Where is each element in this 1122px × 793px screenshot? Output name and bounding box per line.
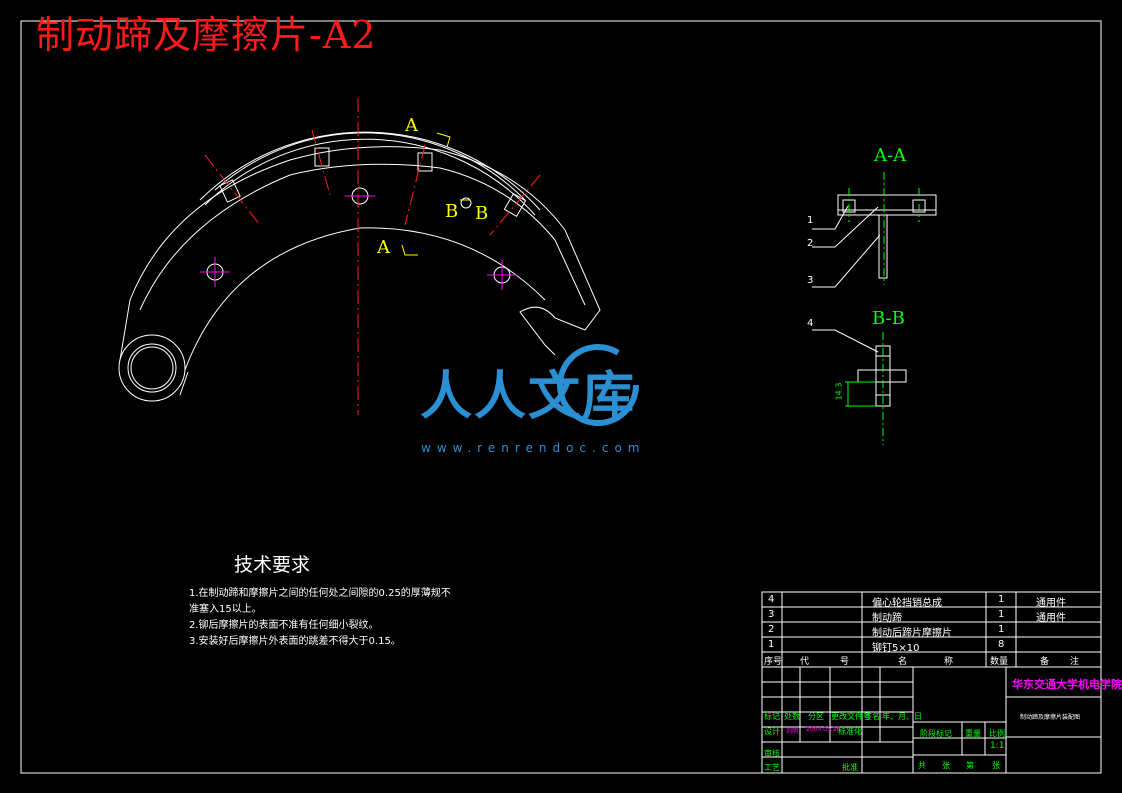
watermark-text: 人人文库 xyxy=(420,367,637,427)
part-row-2-no: 2 xyxy=(768,624,775,635)
drawing-frame xyxy=(20,20,1102,774)
part-row-4-name: 偏心轮挡销总成 xyxy=(872,598,942,609)
tb-sheet: 张 xyxy=(942,761,950,770)
callout-2: 2 xyxy=(807,238,814,249)
tb-zone: 分区 xyxy=(808,712,824,721)
section-label-aa: A-A xyxy=(874,145,907,166)
section-label-bb: B-B xyxy=(872,308,905,329)
callout-1: 1 xyxy=(807,215,814,226)
section-marker-b-left: B xyxy=(445,201,459,222)
tb-page-unit: 张 xyxy=(992,761,1000,770)
callout-4: 4 xyxy=(807,318,814,329)
header-code-1: 代 xyxy=(800,657,810,667)
part-row-3-qty: 1 xyxy=(998,609,1005,620)
section-aa-centrelines xyxy=(848,172,920,285)
part-row-3-note: 通用件 xyxy=(1036,613,1066,624)
part-row-1-qty: 8 xyxy=(998,639,1005,650)
watermark-logo xyxy=(557,344,639,426)
tech-requirements-title: 技术要求 xyxy=(234,554,311,576)
tb-review: 审核 xyxy=(764,749,780,758)
tb-page: 第 xyxy=(966,761,974,770)
section-bb-view xyxy=(857,345,907,407)
leader-line-bb xyxy=(812,329,879,353)
section-aa-view xyxy=(837,194,937,279)
tb-total: 共 xyxy=(918,761,926,770)
part-row-1-no: 1 xyxy=(768,639,775,650)
title-block-table xyxy=(761,666,1102,774)
header-note-1: 备 xyxy=(1040,657,1050,667)
scale-value: 1:1 xyxy=(990,741,1005,751)
tb-doc: 更改文件号 xyxy=(831,712,871,721)
part-row-2-name: 制动后蹄片摩擦片 xyxy=(872,628,952,639)
header-qty: 数量 xyxy=(990,657,1009,667)
callout-3: 3 xyxy=(807,275,814,286)
rivet-centre-marks xyxy=(200,195,517,290)
section-markers xyxy=(401,132,470,256)
tb-count: 处数 xyxy=(784,712,800,721)
tb-sign: 签名 xyxy=(864,712,880,721)
tb-weight: 重量 xyxy=(965,729,981,738)
section-marker-a-top: A xyxy=(405,115,418,136)
tb-designer-name: 刘明 xyxy=(786,728,799,735)
drawing-title: 制动蹄及摩擦片-A2 xyxy=(36,13,377,57)
part-row-4-qty: 1 xyxy=(998,594,1005,605)
tb-designer: 设计 xyxy=(764,727,780,736)
tech-note-3: 3.安装好后摩擦片外表面的跳差不得大于0.15。 xyxy=(189,636,401,647)
part-row-4-note: 通用件 xyxy=(1036,598,1066,609)
section-marker-a-bottom: A xyxy=(377,237,390,258)
tech-note-1: 1.在制动蹄和摩擦片之间的任何处之间隙的0.25的厚薄规不 xyxy=(189,588,451,599)
tb-mark: 标记 xyxy=(764,712,780,721)
tech-note-2: 2.铆后摩擦片的表面不准有任何细小裂纹。 xyxy=(189,620,379,631)
centre-lines xyxy=(204,98,541,415)
header-no: 序号 xyxy=(764,657,783,667)
drawing-name: 制动蹄及摩擦片装配图 xyxy=(1020,714,1081,721)
part-row-3-name: 制动蹄 xyxy=(872,613,902,624)
tb-scale-label: 比例 xyxy=(989,729,1005,738)
dimension-label: 14.3 xyxy=(834,382,844,401)
tb-process: 工艺 xyxy=(764,763,780,772)
part-row-2-qty: 1 xyxy=(998,624,1005,635)
header-note-2: 注 xyxy=(1070,657,1080,667)
header-name-1: 名 xyxy=(898,657,908,667)
tech-note-1-cont: 准塞入15以上。 xyxy=(189,604,262,615)
school-name: 华东交通大学机电学院 xyxy=(1012,678,1122,691)
part-row-3-no: 3 xyxy=(768,609,775,620)
watermark-url: www.renrendoc.com xyxy=(421,441,646,455)
section-marker-b-right: B xyxy=(475,203,489,224)
header-code-2: 号 xyxy=(840,657,850,667)
parts-list-table xyxy=(761,591,1102,668)
part-row-1-name: 铆钉5×10 xyxy=(872,643,920,654)
part-row-4-no: 4 xyxy=(768,594,775,605)
header-name-2: 称 xyxy=(944,657,954,667)
tb-design-date: 2004.05.28 xyxy=(806,726,841,733)
tb-stage-mark: 阶段标记 xyxy=(920,729,952,738)
tb-standard: 标准化 xyxy=(838,727,862,736)
tech-requirements-list: 1.在制动蹄和摩擦片之间的任何处之间隙的0.25的厚薄规不 准塞入15以上。 2… xyxy=(189,586,451,650)
leader-lines-aa xyxy=(812,205,881,288)
tb-approve: 批准 xyxy=(842,763,858,772)
dimension-bb xyxy=(845,381,876,407)
tb-date: 年、月、日 xyxy=(882,712,922,721)
